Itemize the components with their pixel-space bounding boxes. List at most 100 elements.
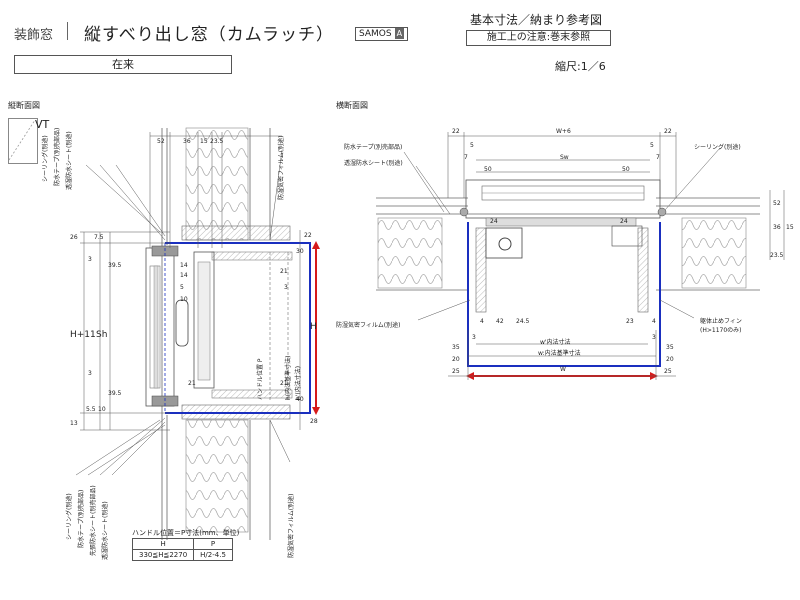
- label-waterproof-tape-top: 防水テープ(別売部品): [54, 127, 61, 186]
- rdim-bottom-25-left: 25: [452, 368, 460, 375]
- handle-table-cell-formula: H/2-4.5: [193, 549, 233, 561]
- dim-left-3-b: 3: [88, 370, 92, 377]
- rlabel-vapor-film: 防湿気密フィルム(別途): [336, 322, 401, 329]
- rlabel-breathable-sheet: 透湿防水シート(別途): [344, 160, 403, 167]
- head-frame: [181, 225, 291, 241]
- rdim-bottom-35-left: 35: [452, 344, 460, 351]
- dim-left-39-5: 39.5: [108, 262, 122, 269]
- rdim-7-left: 7: [464, 154, 468, 161]
- inner-opening-outline: [165, 242, 311, 414]
- rdim-w-prime: w'内法寸法: [540, 339, 571, 346]
- scale-label: 縮尺:1／6: [555, 60, 606, 73]
- handle-table-header-p: P: [193, 538, 233, 550]
- rdim-right-52: 52: [773, 200, 781, 207]
- insulation-left: [377, 217, 443, 289]
- dim-sh: Sh: [96, 330, 108, 340]
- dim-h: H: [310, 322, 317, 332]
- rdim-right-15: 15: [786, 224, 794, 231]
- vt-diagonal: [8, 119, 36, 161]
- left-leader-lines: [75, 149, 291, 476]
- handle-table-header-h: H: [131, 538, 195, 550]
- label-pre-waterproof-sheet: 先張防水シート(別売部品): [90, 485, 97, 556]
- left-dimension-lines: [80, 132, 301, 431]
- dim-top-36: 36: [183, 138, 191, 145]
- variant-label: 在来: [14, 55, 232, 74]
- rdim-bottom-42: 42: [496, 318, 504, 325]
- right-dimension-lines: [447, 132, 785, 380]
- rlabel-waterproof-tape: 防水テープ(別売部品): [344, 144, 403, 151]
- left-window-unit: [145, 245, 215, 407]
- jamb-left: [475, 227, 487, 313]
- rdim-w: W: [560, 366, 566, 373]
- dim-left-3: 3: [88, 256, 92, 263]
- category-label: 装飾窓: [14, 28, 54, 43]
- dim-left-10: 10: [98, 406, 106, 413]
- rdim-bottom-4-right: 4: [652, 318, 656, 325]
- rdim-bottom-24-5: 24.5: [516, 318, 530, 325]
- dim-right-21-b: 21: [280, 380, 288, 387]
- vertical-section-label: 縦断面図: [8, 101, 40, 110]
- dim-left-39-5-b: 39.5: [108, 390, 122, 397]
- page-title: 縦すべり出し窓（カムラッチ）: [84, 25, 334, 45]
- rdim-bottom-3-right: 3: [652, 334, 656, 341]
- insulation-lower: [185, 419, 249, 533]
- handle-table-caption: ハンドル位置＝P寸法(mm、単位): [132, 529, 240, 537]
- dim-small-14: 14: [180, 262, 188, 269]
- rdim-top-22-left: 22: [452, 128, 460, 135]
- dim-small-5: 5: [180, 284, 184, 291]
- rdim-50-right: 50: [622, 166, 630, 173]
- dim-left-26: 26: [70, 234, 78, 241]
- rdim-bottom-20-left: 20: [452, 356, 460, 363]
- series-badge-box: A: [394, 28, 405, 39]
- rlabel-fin-note: (H>1170のみ): [700, 327, 742, 334]
- rdim-bottom-3-left: 3: [472, 334, 476, 341]
- rdim-right-23-5: 23.5: [770, 252, 784, 259]
- rdim-bottom-4-left: 4: [480, 318, 484, 325]
- rdim-50-left: 50: [484, 166, 492, 173]
- horizontal-section-label: 横断面図: [336, 101, 368, 110]
- label-waterproof-tape-bottom: 防水テープ(別売部品): [78, 489, 85, 548]
- rdim-bottom-25-right: 25: [664, 368, 672, 375]
- rdim-bottom-23: 23: [626, 318, 634, 325]
- vt-legend-box: [8, 118, 38, 164]
- dim-right-40: 40: [296, 396, 304, 403]
- label-handle-position: ハンドル位置 P: [257, 358, 264, 400]
- rlabel-fin: 躯体止めフィン: [700, 318, 742, 325]
- rdim-sw: Sw: [560, 154, 569, 161]
- dim-small-14-b: 14: [180, 272, 188, 279]
- right-window-unit: [459, 179, 667, 259]
- reference-title: 基本寸法／納まり参考図: [470, 13, 603, 27]
- rdim-24-left: 24: [490, 218, 498, 225]
- dim-top-23-5: 23.5: [210, 138, 224, 145]
- rlabel-sealing: シーリング(別途): [694, 144, 741, 151]
- dim-h-plus-11: H+11: [70, 330, 96, 340]
- dim-small-10: 10: [180, 296, 188, 303]
- label-breathable-sheet-top: 透湿防水シート(別途): [66, 131, 73, 190]
- rdim-top-22-right: 22: [664, 128, 672, 135]
- label-vapor-film-top: 防湿気密フィルム(別途): [278, 135, 285, 200]
- dim-right-30: 30: [296, 248, 304, 255]
- label-h-reference: h(内法基準寸法): [285, 355, 292, 401]
- label-breathable-sheet-bottom: 透湿防水シート(別途): [102, 501, 109, 560]
- rdim-w-reference: w:内法基準寸法: [538, 350, 581, 357]
- inner-opening-outline-right: [467, 222, 661, 367]
- dim-small-21: 21: [188, 380, 196, 387]
- rdim-w-plus-6: W+6: [556, 128, 571, 135]
- vt-legend-label: VT: [35, 118, 50, 131]
- series-badge-text: SAMOS: [359, 29, 392, 39]
- right-wall: [376, 197, 760, 313]
- dim-top-15: 15: [200, 138, 208, 145]
- right-leader-lines: [403, 147, 721, 321]
- rdim-5-right: 5: [650, 142, 654, 149]
- dim-right-3: 3: [284, 284, 288, 291]
- dim-left-5-5: 5.5: [86, 406, 96, 413]
- handle-table-cell-range: 330≦H≦2270: [131, 549, 195, 561]
- header-divider: [67, 22, 68, 40]
- dim-left-7-5: 7.5: [94, 234, 104, 241]
- dim-left-13: 13: [70, 420, 78, 427]
- dim-right-28: 28: [310, 418, 318, 425]
- label-sealing-bottom: シーリング(別途): [66, 493, 73, 540]
